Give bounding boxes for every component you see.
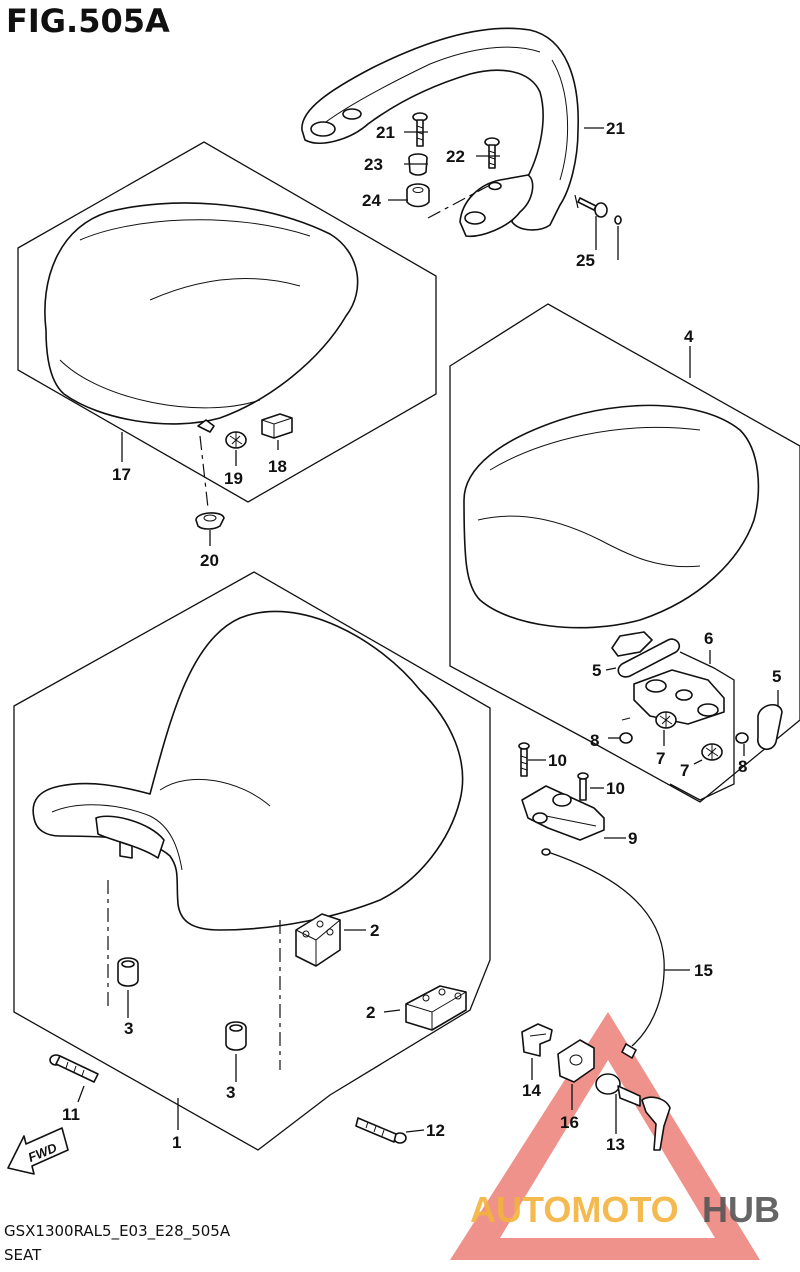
callout-13: 14 [522,1081,541,1100]
watermark-text-part2: HUB [702,1189,780,1230]
lock-bracket-13 [521,1023,553,1057]
callout-7a: 7 [656,749,665,768]
rail-bolt-21b [484,137,500,169]
callout-21a: 21 [376,123,395,142]
seat-part-7b [701,743,723,761]
figure-title: FIG.505A [6,2,170,40]
lock-cylinder-12 [595,1073,671,1151]
callout-18: 19 [224,469,243,488]
seat-lock-9 [521,785,605,841]
callout-17: 18 [268,457,287,476]
forward-arrow-icon: FWD [7,1127,69,1175]
callout-1: 1 [172,1133,181,1152]
rail-bolt-21a [412,112,428,147]
grab-rail [301,27,579,237]
callout-3b: 3 [226,1083,235,1102]
seat-bolt-11b [355,1117,407,1144]
callout-8a: 8 [590,731,599,750]
seat-cushion-3a [117,957,139,987]
callout-20: 21 [606,119,625,138]
callout-3a: 3 [124,1019,133,1038]
callout-23: 24 [362,191,381,210]
seat-lock-bolt-10b [577,772,589,801]
model-code: GSX1300RAL5_E03_E28_505A [4,1222,231,1240]
seat-cushion-5a [617,638,681,678]
callout-11b: 12 [426,1121,445,1140]
seat-part-8b [735,732,749,744]
callout-5b: 5 [772,667,781,686]
seat-lock-bolt-10a [518,742,530,777]
callout-7b: 7 [680,761,689,780]
cover-part-19 [195,435,225,530]
watermark-logo [450,1012,760,1260]
callout-14: 15 [694,961,713,980]
rail-washer-25 [614,215,622,225]
callout-16: 17 [112,465,131,484]
seat-lock-cable-14 [541,848,665,1059]
seat-cushion-3b [225,1021,247,1051]
callout-19: 20 [200,551,219,570]
seat-bracket-6 [633,651,735,801]
main-seat-box [13,571,491,1151]
cover-part-18 [225,431,247,449]
rail-cushion-23 [406,183,430,208]
seat-bolt-11a [49,1054,99,1083]
seat-part-7a [655,711,677,729]
callout-24: 25 [576,251,595,270]
section-name: SEAT [4,1246,42,1264]
callout-6: 6 [704,629,713,648]
callout-2b: 2 [366,1003,375,1022]
callout-12: 13 [606,1135,625,1154]
callout-21b: 22 [446,147,465,166]
callout-10b: 10 [606,779,625,798]
callout-4: 4 [684,327,694,346]
rail-collar-22 [408,153,428,176]
seat-cushion-5b [757,704,783,750]
seat-damper-2a [295,913,341,967]
watermark-wordmark: AUTOMOTO HUB [470,1189,780,1230]
cover-part-17 [261,413,293,439]
callout-9: 9 [628,829,637,848]
seat-damper-2b [405,985,467,1031]
callout-2a: 2 [370,921,379,940]
callout-labels: 21 21 22 23 24 25 17 18 19 20 4 6 5 5 8 … [62,119,781,1154]
rear-seat-cover-box [17,141,437,503]
pillion-seat-box [449,303,800,803]
callout-22: 23 [364,155,383,174]
callout-8b: 8 [738,757,747,776]
seat-part-8a [619,717,633,744]
callout-11a: 11 [62,1105,80,1124]
leader-lines [77,127,779,1134]
callout-15: 16 [560,1113,579,1132]
lock-plate-15 [557,1039,595,1083]
callout-5a: 5 [592,661,601,680]
rail-bolt-24 [577,197,608,218]
watermark-text-part1: AUTOMOTO [470,1189,679,1230]
callout-10a: 10 [548,751,567,770]
watermark-triangle-icon [450,1012,760,1260]
